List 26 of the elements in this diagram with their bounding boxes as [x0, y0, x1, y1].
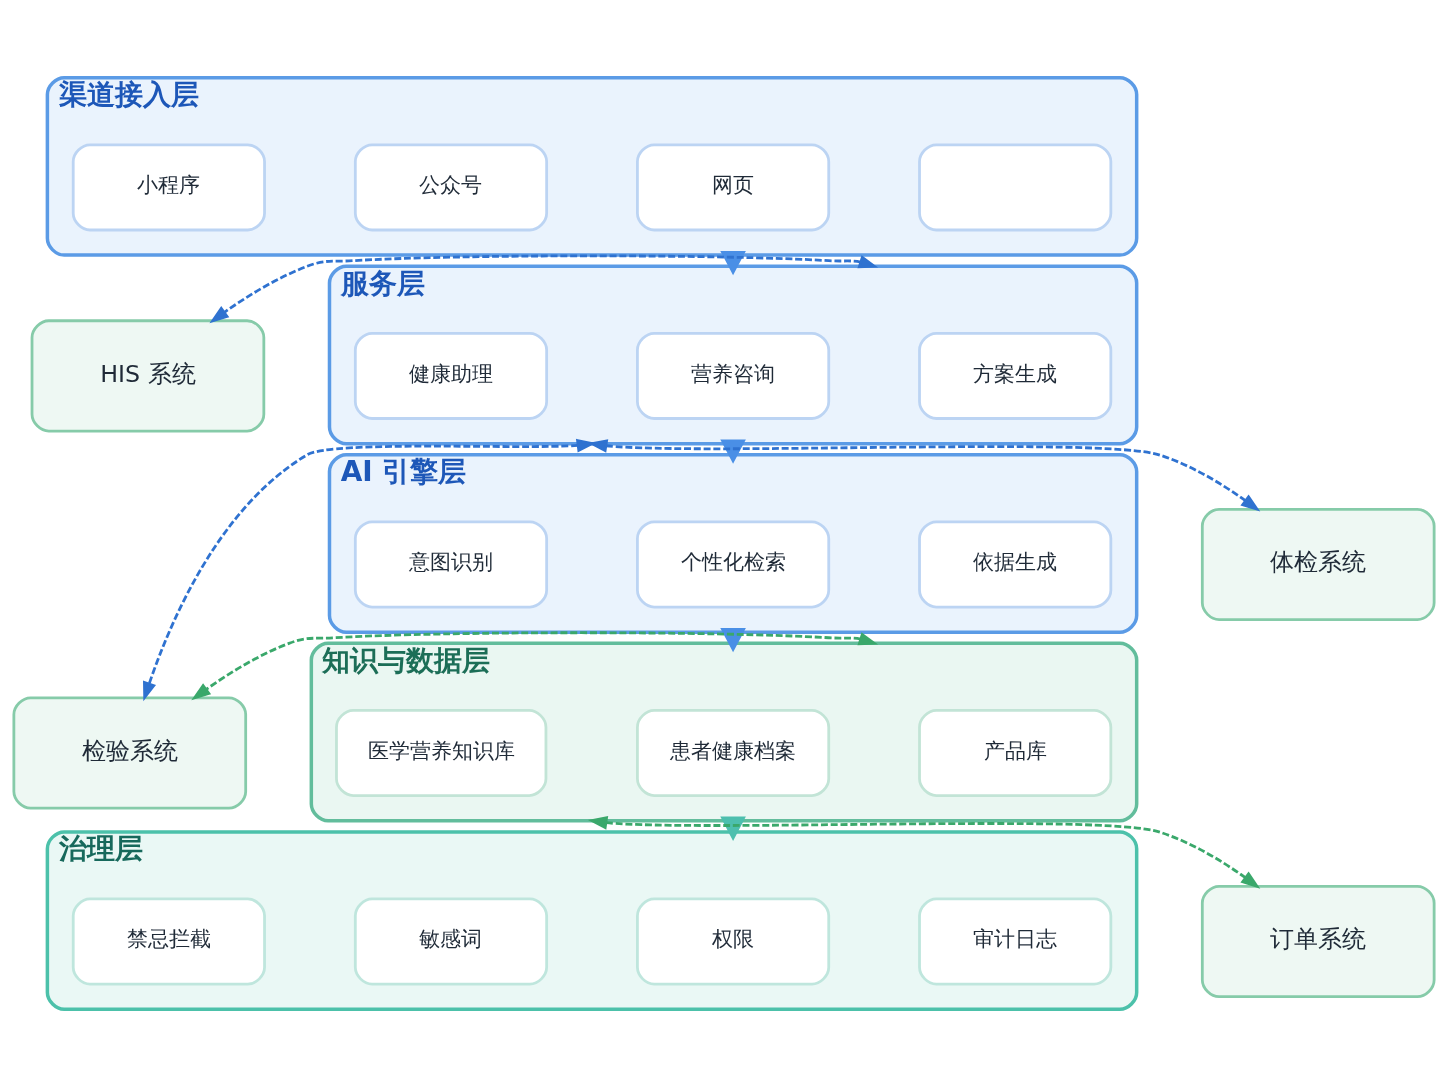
node-box: 检验系统 — [12, 695, 248, 810]
node-box: 网页 — [636, 142, 831, 231]
node-box: 个性化检索 — [636, 519, 831, 608]
arrow — [720, 816, 746, 841]
node-box: 患者健康档案 — [636, 708, 831, 797]
node-box: 审计日志 — [918, 897, 1113, 985]
node-box: 依据生成 — [918, 519, 1113, 608]
arrow — [720, 627, 746, 652]
node-box — [918, 142, 1113, 231]
arrow — [587, 815, 1261, 889]
node-box: HIS 系统 — [30, 318, 266, 432]
arrow — [720, 438, 746, 464]
node-box: 产品库 — [918, 708, 1113, 797]
node-box: 健康助理 — [353, 331, 549, 420]
node-box: 权限 — [636, 897, 831, 985]
node-box: 体检系统 — [1200, 507, 1436, 621]
node-box: 敏感词 — [353, 897, 549, 985]
node-box: 医学营养知识库 — [335, 708, 548, 797]
node-box: 小程序 — [71, 142, 266, 231]
arrow — [720, 250, 746, 275]
node-box: 意图识别 — [353, 519, 549, 608]
node-box: 订单系统 — [1200, 884, 1436, 998]
node-box: 营养咨询 — [636, 331, 831, 420]
node-box: 禁忌拦截 — [71, 897, 266, 985]
node-box: 公众号 — [353, 142, 549, 231]
node-box: 方案生成 — [918, 331, 1113, 420]
